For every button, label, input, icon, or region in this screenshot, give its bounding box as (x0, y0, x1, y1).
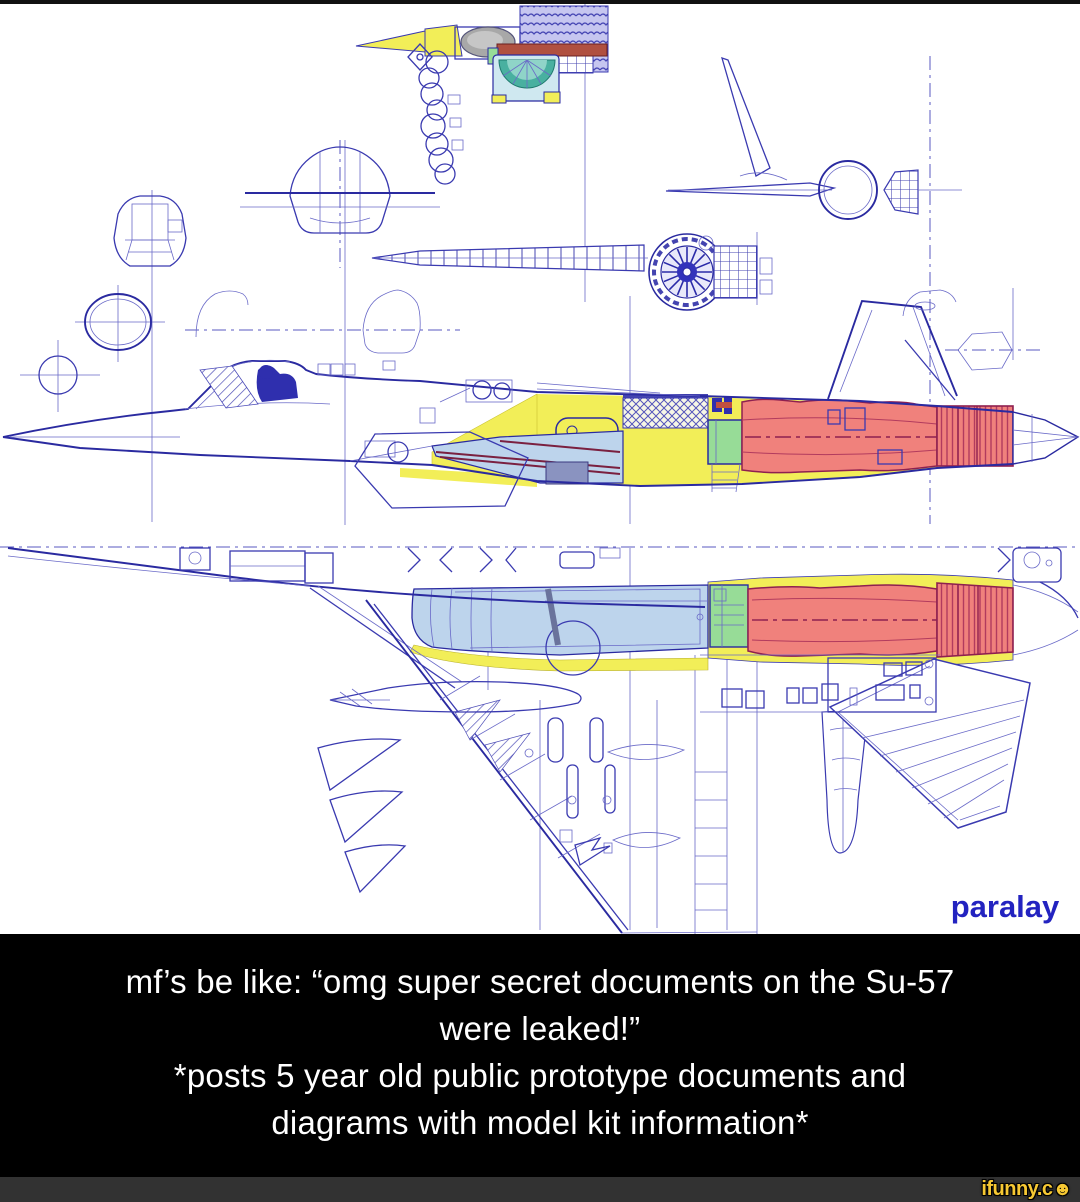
engine-front-view (371, 233, 773, 311)
top-letterbox-bar (0, 0, 1080, 4)
gearbox-side (707, 419, 743, 465)
fuselage-cross-sections (38, 146, 957, 395)
nose-gear-detail-view (355, 5, 609, 185)
wheel-well-slots (524, 717, 616, 854)
gearbox-plan (709, 584, 749, 648)
fin-side (827, 299, 958, 400)
caption-line-3: *posts 5 year old public prototype docum… (173, 1057, 907, 1094)
meme-caption: mf’s be like: “omg super secret document… (0, 934, 1080, 1177)
plan-view (7, 547, 1079, 934)
su57-blueprint-image: paralay (0, 4, 1080, 934)
aft-bay-boxes (700, 654, 940, 713)
fin-plan (821, 709, 869, 854)
tail-front-views (665, 56, 962, 220)
caption-line-2: were leaked!” (439, 1010, 641, 1047)
blueprint-canvas: paralay (0, 4, 1080, 934)
stabilator-plan (828, 658, 1031, 829)
smiley-icon: ☻ (1052, 1179, 1073, 1200)
side-view (2, 299, 1080, 509)
intake-duct-plan (411, 584, 709, 656)
store-outline (329, 680, 582, 713)
fuselage-bay-boxes (179, 547, 1079, 619)
caption-line-4: diagrams with model kit information* (271, 1104, 809, 1141)
artist-credit: paralay (951, 889, 1060, 924)
nozzle-side (936, 405, 1014, 467)
caption-line-1: mf’s be like: “omg super secret document… (125, 963, 955, 1000)
footer-strip (0, 1177, 1080, 1202)
ifunny-watermark: ifunny.c☻ (981, 1178, 1072, 1201)
gear-linkage-chain (418, 50, 464, 185)
ifunny-watermark-text: ifunny.c (981, 1178, 1053, 1200)
wing-leading-edge (365, 599, 623, 934)
nozzle-plan (936, 582, 1014, 658)
